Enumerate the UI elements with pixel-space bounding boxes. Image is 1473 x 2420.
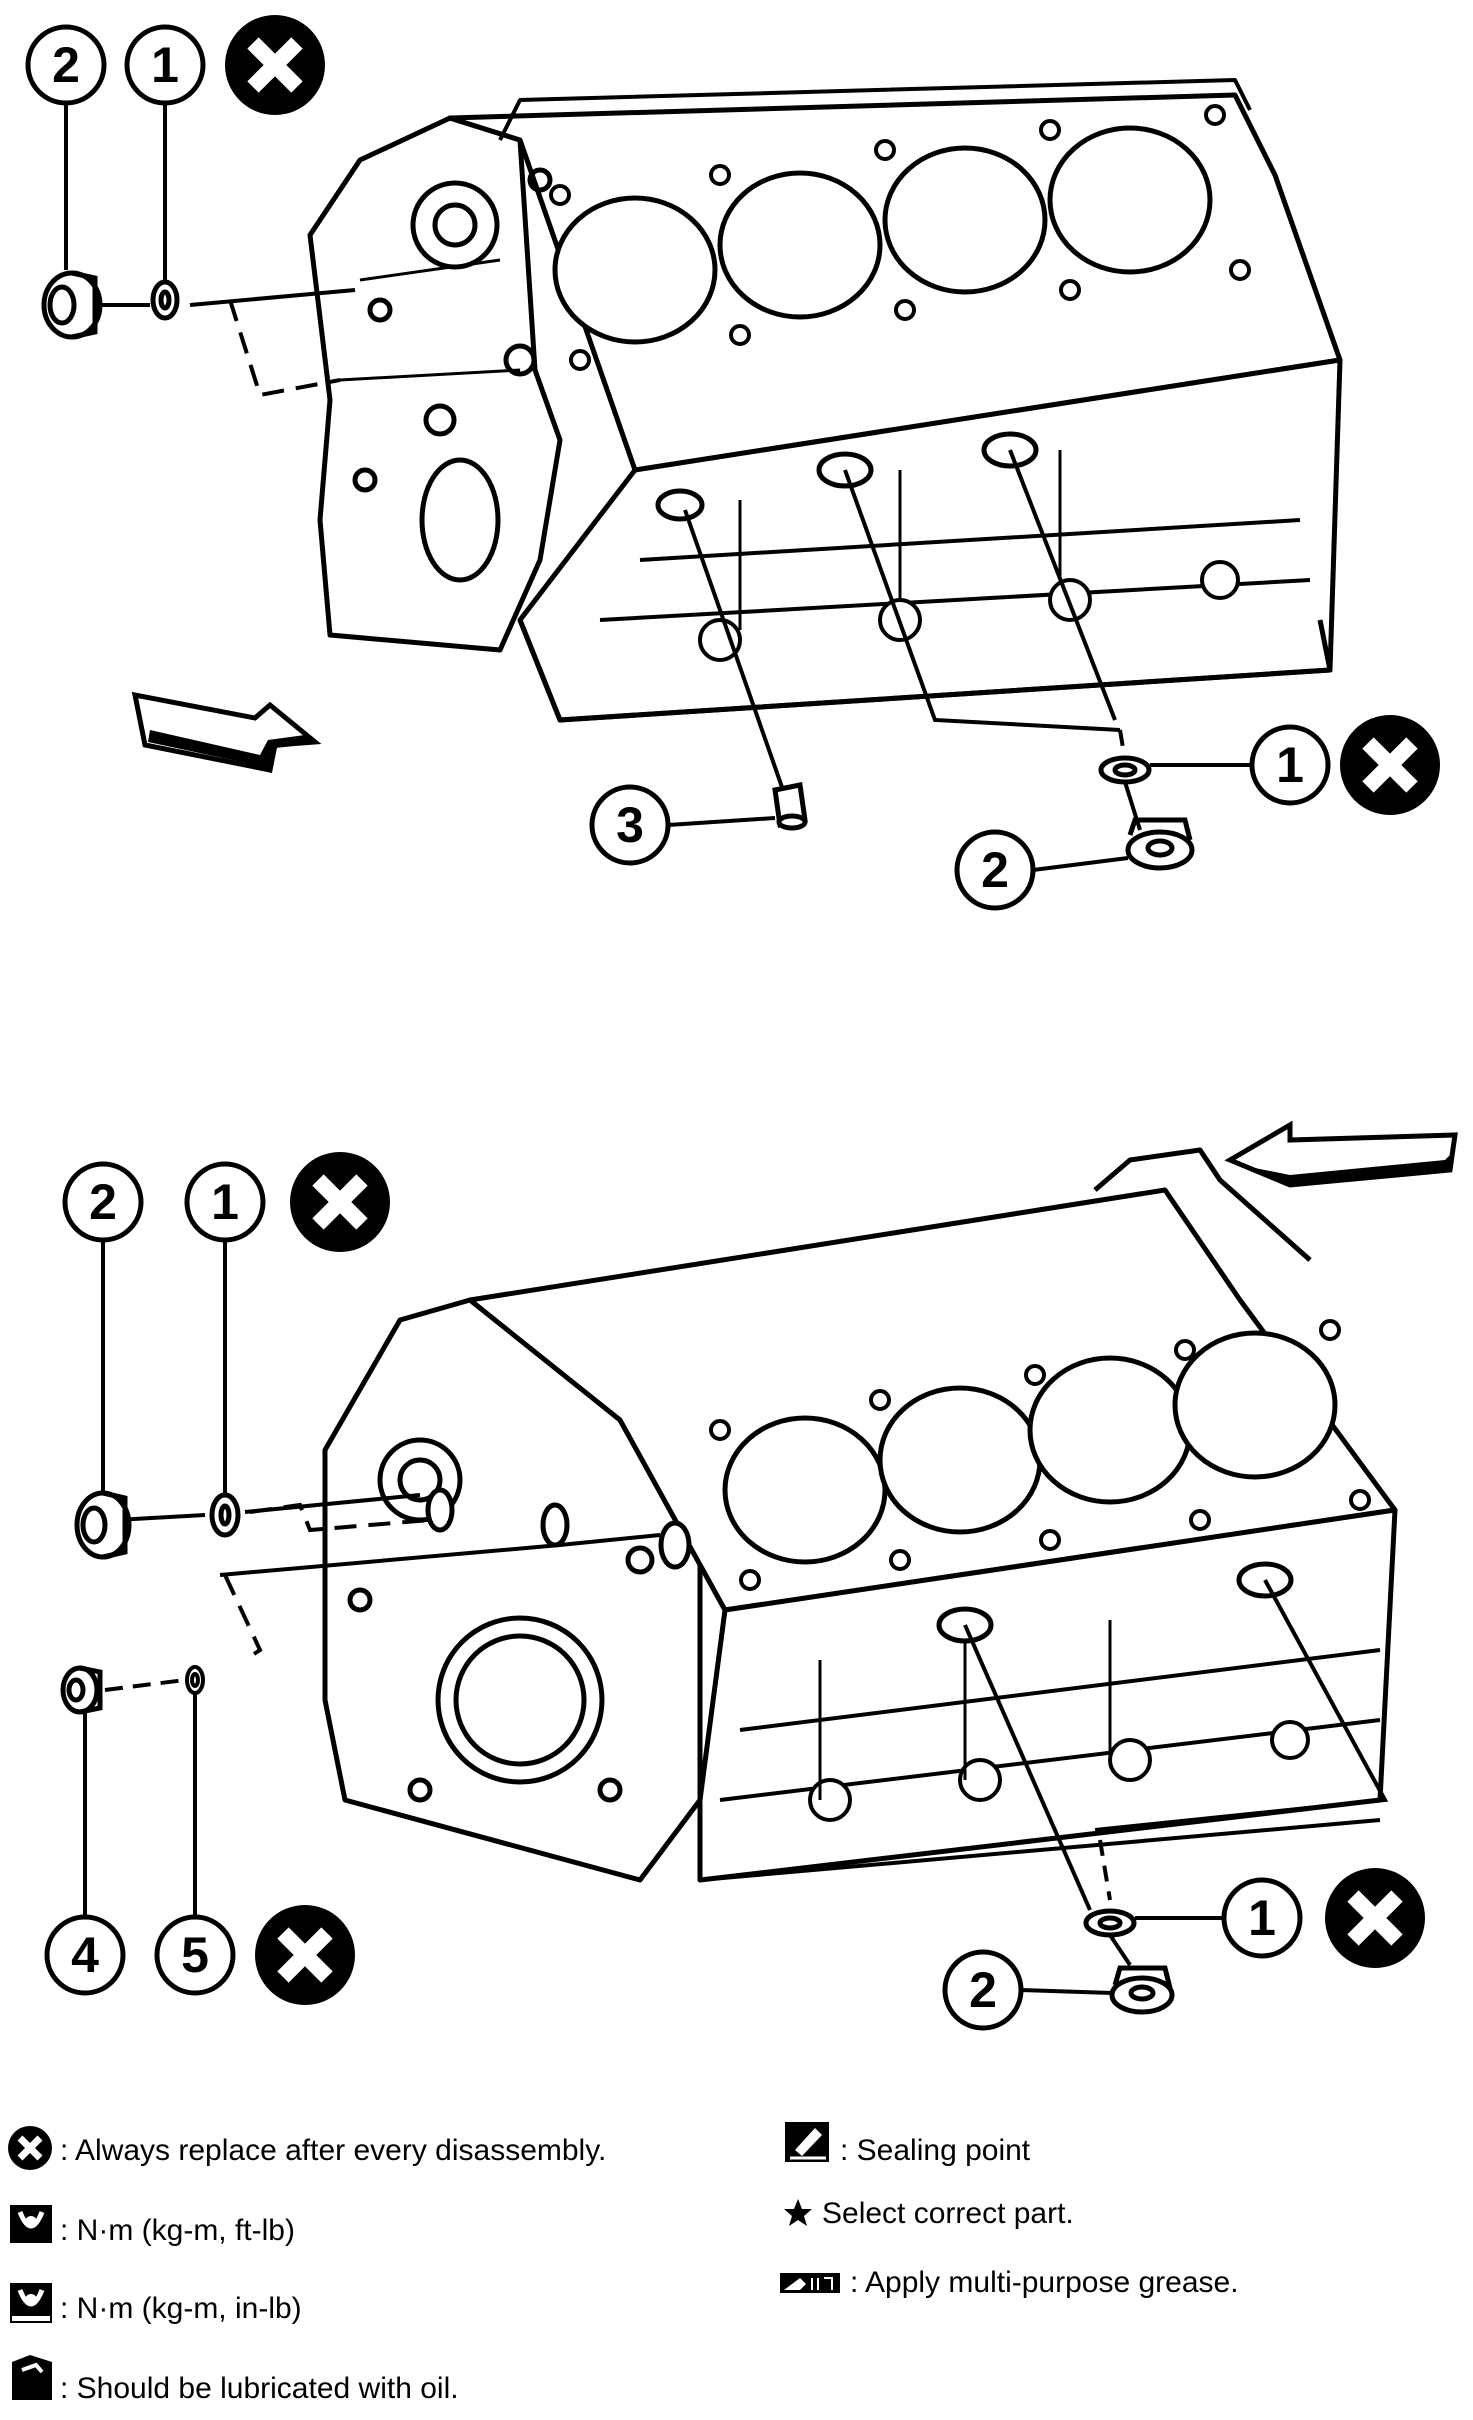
callout-number: 4 — [71, 1927, 99, 1983]
x-circle-icon — [1340, 715, 1440, 815]
bottom-small-plug — [60, 1665, 103, 1715]
legend-lubricate-oil: : Should be lubricated with oil. — [60, 2372, 459, 2405]
top-plug-front — [41, 270, 103, 340]
bottom-plug-rear — [74, 1490, 132, 1560]
legend: : Always replace after every disassembly… — [8, 2122, 1239, 2405]
bottom-callout-2-right: 2 — [942, 1949, 1113, 2031]
bottom-washer-rear — [209, 1492, 241, 1538]
bottom-leader-lines — [104, 1493, 1389, 1911]
callout-number: 1 — [1276, 737, 1304, 793]
callout-number: 2 — [981, 842, 1009, 898]
x-circle-icon — [225, 15, 325, 115]
legend-always-replace: : Always replace after every disassembly… — [60, 2134, 606, 2167]
oil-can-icon — [12, 2355, 52, 2400]
callout-number: 1 — [211, 1174, 239, 1230]
top-callout-1-left: 1 — [124, 24, 206, 280]
sealing-point-icon — [785, 2122, 829, 2162]
callout-number: 2 — [52, 37, 80, 93]
engine-block-top — [307, 78, 1343, 723]
callout-number: 2 — [89, 1174, 117, 1230]
callout-number: 1 — [151, 37, 179, 93]
top-washer-front — [150, 279, 180, 321]
callout-number: 2 — [969, 1962, 997, 2018]
callout-number: 1 — [1248, 1890, 1276, 1946]
bottom-washer-right — [1083, 1908, 1137, 1938]
x-circle-icon — [290, 1152, 390, 1252]
front-direction-arrow-icon — [1224, 1120, 1458, 1188]
bottom-small-washer — [185, 1665, 205, 1695]
legend-torque-in-lb: : N·m (kg-m, in-lb) — [60, 2292, 302, 2325]
bottom-callout-5: 5 — [154, 1693, 236, 1996]
engine-block-bottom — [322, 1147, 1398, 1883]
bottom-callout-4: 4 — [44, 1712, 126, 1996]
top-leader-lines — [100, 288, 1127, 811]
top-callout-2-right: 2 — [954, 829, 1129, 911]
bottom-callout-1-left: 1 — [184, 1161, 266, 1495]
legend-sealing-point: : Sealing point — [840, 2134, 1031, 2167]
x-circle-icon — [1325, 1868, 1425, 1968]
bottom-plug-right — [1109, 1965, 1175, 2015]
callout-number: 3 — [616, 797, 644, 853]
legend-select-part: Select correct part. — [822, 2197, 1074, 2230]
star-icon — [784, 2199, 812, 2226]
top-plug-bolt — [772, 782, 808, 831]
front-direction-arrow-icon — [131, 691, 322, 773]
x-circle-icon — [255, 1905, 355, 2005]
top-callout-1-right: 1 — [1150, 724, 1331, 806]
bottom-callout-1-right: 1 — [1135, 1877, 1303, 1959]
legend-grease: : Apply multi-purpose grease. — [850, 2266, 1239, 2299]
bottom-callout-2-left: 2 — [62, 1161, 144, 1493]
top-washer-right — [1098, 755, 1152, 785]
grease-icon — [780, 2273, 840, 2293]
callout-number: 5 — [181, 1927, 209, 1983]
top-plug-right — [1125, 817, 1195, 871]
legend-torque-ft-lb: : N·m (kg-m, ft-lb) — [60, 2214, 295, 2247]
top-callout-3: 3 — [589, 784, 776, 866]
x-circle-icon — [8, 2126, 52, 2170]
top-callout-2-left: 2 — [25, 24, 107, 270]
torque-wrench-icon — [10, 2205, 52, 2243]
torque-wrench-icon — [10, 2283, 52, 2323]
